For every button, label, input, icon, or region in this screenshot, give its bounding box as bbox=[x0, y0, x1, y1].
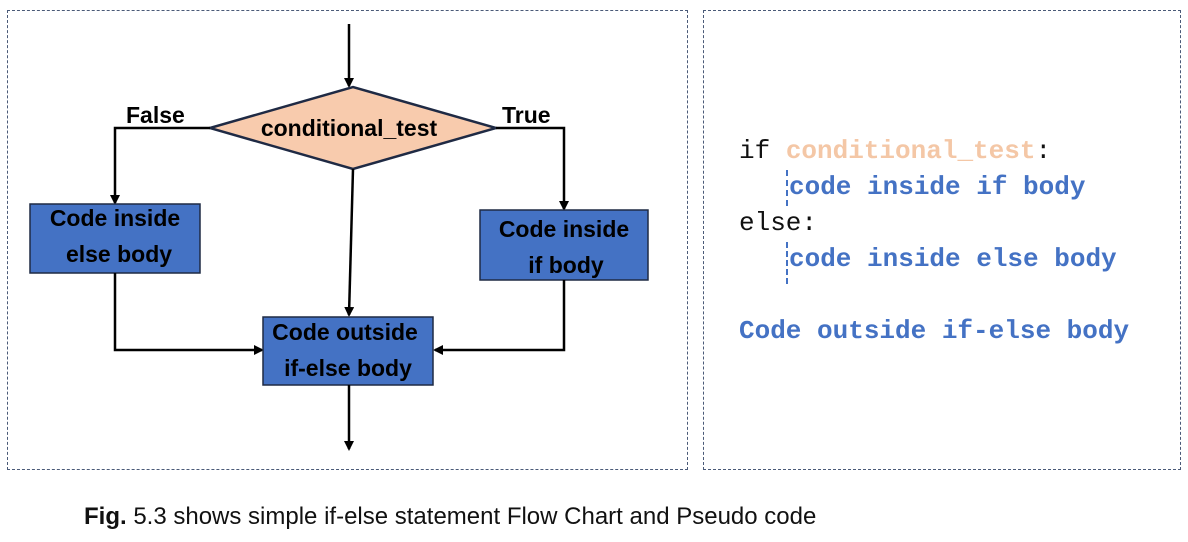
if-keyword: if bbox=[739, 136, 786, 166]
code-line-else: else: bbox=[739, 208, 818, 238]
if-body-box bbox=[479, 209, 649, 281]
true-label: True bbox=[502, 102, 551, 128]
outside-box-line1: Code outside bbox=[272, 319, 418, 345]
condition-to-outside-arrow bbox=[344, 168, 355, 317]
code-line-if: if conditional_test: bbox=[739, 133, 1051, 169]
if-colon: : bbox=[1035, 136, 1052, 166]
pseudocode-panel bbox=[703, 10, 1181, 470]
false-branch-arrow bbox=[110, 126, 210, 205]
outside-body-box bbox=[262, 316, 434, 386]
code-condition: conditional_test bbox=[785, 136, 1036, 166]
caption-text: 5.3 shows simple if-else statement Flow … bbox=[126, 503, 817, 530]
condition-label: conditional_test bbox=[261, 115, 438, 141]
false-label: False bbox=[126, 102, 185, 128]
else-to-outside-arrow bbox=[113, 273, 264, 355]
else-indent-guide bbox=[786, 242, 788, 284]
if-box-line1: Code inside bbox=[499, 216, 629, 242]
else-box-line1: Code inside bbox=[50, 205, 180, 231]
if-box-line2: if body bbox=[528, 252, 604, 278]
if-to-outside-arrow bbox=[433, 280, 566, 355]
else-box-line2: else body bbox=[66, 241, 172, 267]
caption-prefix: Fig. bbox=[84, 503, 127, 530]
true-branch-arrow bbox=[496, 126, 569, 211]
code-line-outside: Code outside if-else body bbox=[739, 316, 1130, 346]
code-line-else-body: code inside else body bbox=[789, 244, 1117, 274]
outside-box-line2: if-else body bbox=[284, 355, 412, 381]
if-indent-guide bbox=[786, 170, 788, 206]
code-line-if-body: code inside if body bbox=[789, 172, 1086, 202]
flowchart-panel bbox=[7, 10, 688, 470]
figure-caption: Fig. 5.3 shows simple if-else statement … bbox=[84, 503, 816, 531]
